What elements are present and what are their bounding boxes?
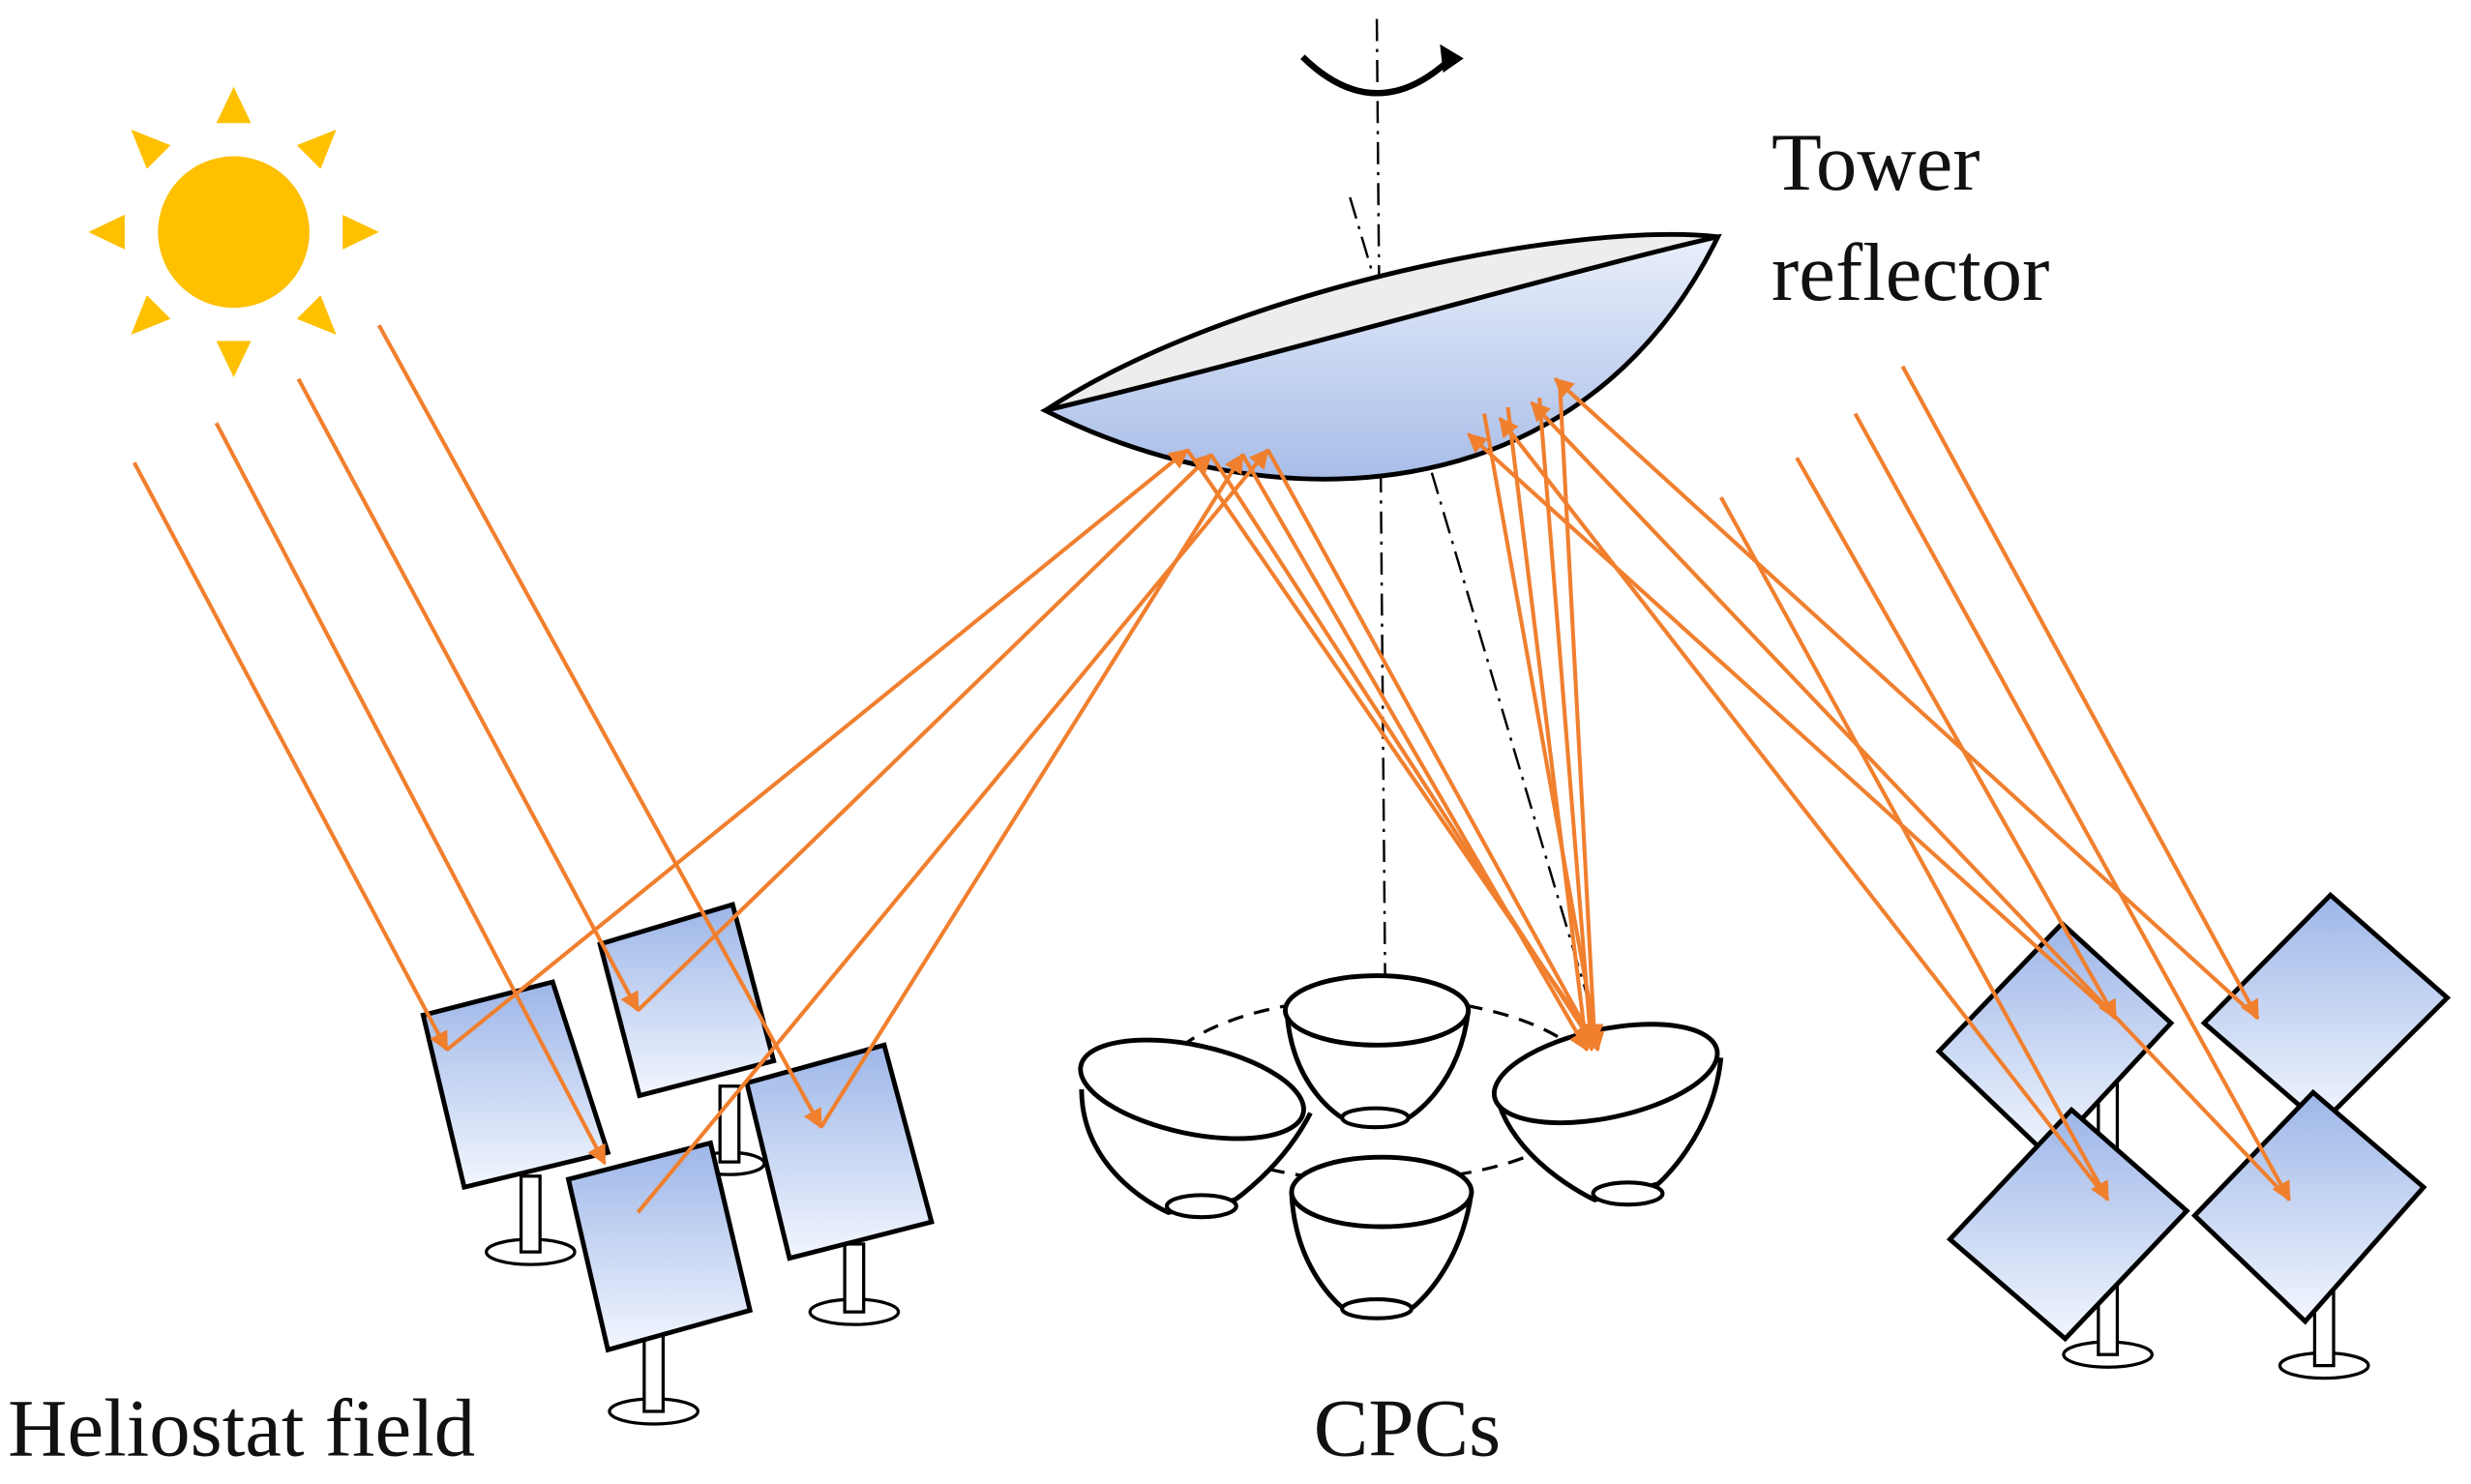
cpc-array [1078,973,1724,1321]
light-ray [1558,386,1604,1045]
light-ray [636,448,1270,1214]
light-ray [1265,449,1600,1053]
light-ray [1719,496,2110,1202]
sun-icon [88,86,379,378]
light-ray [1505,406,1594,1053]
cpc [1078,1037,1313,1220]
light-ray [132,461,449,1053]
cpc [1491,1022,1724,1207]
light-rays [132,324,2292,1214]
heliostat-field-right [1935,891,2452,1380]
light-ray [819,453,1245,1129]
heliostat [2190,1088,2427,1325]
light-ray [1240,453,1589,1052]
cpcs-label: CPCs [1314,1383,1501,1474]
light-ray [296,377,640,1013]
light-ray [1853,412,2292,1202]
heliostat [743,1042,935,1326]
light-ray [1900,365,2260,1021]
light-ray [1795,457,2118,1021]
light-ray [1482,413,1605,1053]
heliostat-field-label: Heliostat field [8,1383,475,1474]
light-ray [214,422,607,1166]
light-ray [376,324,823,1129]
light-ray [1208,453,1593,1044]
rotation-axis [1375,18,1388,1113]
light-ray [636,453,1213,1012]
heliostat-field-left [420,902,935,1426]
tower-reflector-label-line1: Tower [1771,117,1980,208]
tower-reflector [1039,231,1722,482]
tower-reflector-label-line2: reflector [1771,227,2049,318]
light-ray [1498,416,2110,1202]
light-ray [445,448,1189,1052]
light-ray [1467,432,2118,1021]
rotation-arrow-icon [1300,44,1464,97]
light-ray [1553,377,2260,1021]
cpc [1282,973,1472,1130]
heliostat [597,902,777,1176]
cpc [1289,1154,1474,1321]
light-ray [1530,401,2291,1202]
heliostat [565,1140,754,1426]
heliostat [1946,1106,2190,1343]
